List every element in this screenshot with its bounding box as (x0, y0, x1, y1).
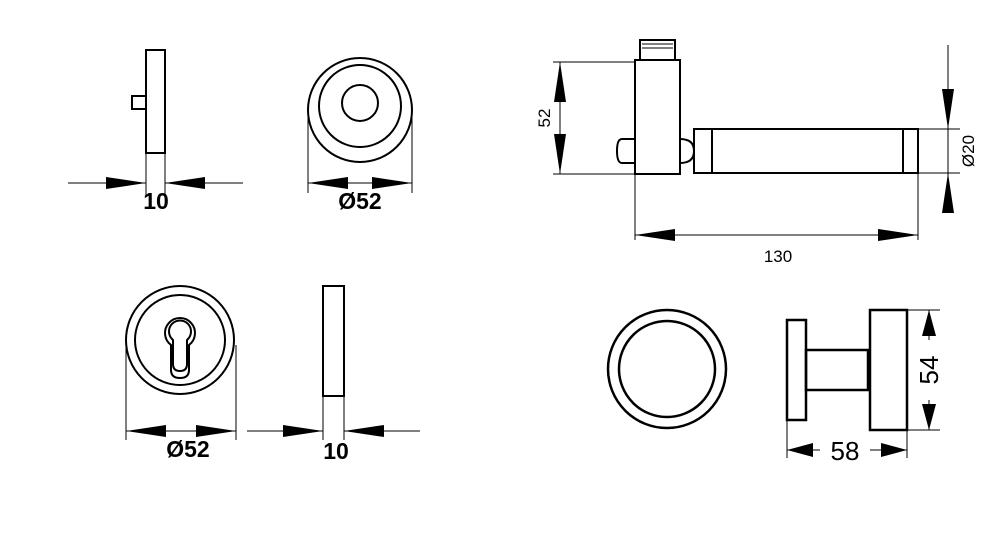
knob-front-view (606, 308, 728, 430)
dim-arrow (308, 177, 348, 189)
lever-rose-body (634, 59, 681, 175)
lever-cap (639, 39, 676, 61)
lever-rose-stub (615, 138, 635, 164)
dim-arrow (372, 177, 412, 189)
dim-arrow (881, 443, 907, 457)
escutcheon-diameter-label: Ø52 (166, 436, 209, 462)
knob-inner-circle (617, 319, 717, 419)
dim-arrow (554, 62, 566, 102)
rose-spindle-stub (131, 95, 147, 110)
dim-arrow (922, 310, 936, 336)
rose-thickness-label: 10 (143, 188, 169, 214)
dim-arrow (635, 229, 675, 241)
escutcheon-front-view: Ø52 (125, 285, 237, 462)
escutcheon-plate-side (322, 285, 345, 397)
dim-arrow (283, 425, 323, 437)
knob-rose-side (785, 318, 808, 422)
dim-arrow (787, 443, 813, 457)
lever-height-label: 52 (535, 109, 554, 128)
rose-inner-circle (341, 84, 379, 122)
dim-arrow (878, 229, 918, 241)
dim-arrow (942, 89, 954, 129)
rose-diameter-label: Ø52 (338, 188, 381, 214)
escutcheon-outer-circle (125, 285, 235, 395)
dim-arrow (344, 425, 384, 437)
dim-arrow (126, 425, 166, 437)
lever-arm (693, 128, 919, 174)
knob-projection-label: 58 (831, 436, 860, 466)
dim-arrow (196, 425, 236, 437)
knob-neck (804, 348, 870, 392)
rose-front-view: Ø52 (307, 57, 413, 214)
rose-plate-side (145, 49, 166, 154)
knob-outer-circle (606, 308, 728, 430)
lever-length-label: 130 (764, 247, 792, 266)
escutcheon-side-view: 10 (247, 285, 420, 464)
escutcheon-inner-circle (134, 294, 226, 386)
knob-side-view: 54 58 (785, 308, 944, 466)
cylinder-cutout-outer (164, 317, 196, 380)
dim-arrow (554, 134, 566, 174)
dim-arrow (922, 404, 936, 430)
knob-head-side (868, 308, 909, 432)
cylinder-cutout-inner (168, 319, 192, 373)
knob-height-label: 54 (914, 356, 944, 385)
dim-arrow (165, 177, 205, 189)
rose-middle-circle (318, 64, 402, 148)
dim-arrow (942, 173, 954, 213)
lever-diameter-label: Ø20 (959, 135, 978, 167)
rose-side-view: 10 (68, 49, 243, 214)
dim-arrow (106, 177, 146, 189)
lever-handle-view: 52 Ø20 130 (535, 39, 978, 266)
escutcheon-thickness-label: 10 (323, 438, 349, 464)
lever-collar (679, 138, 696, 164)
